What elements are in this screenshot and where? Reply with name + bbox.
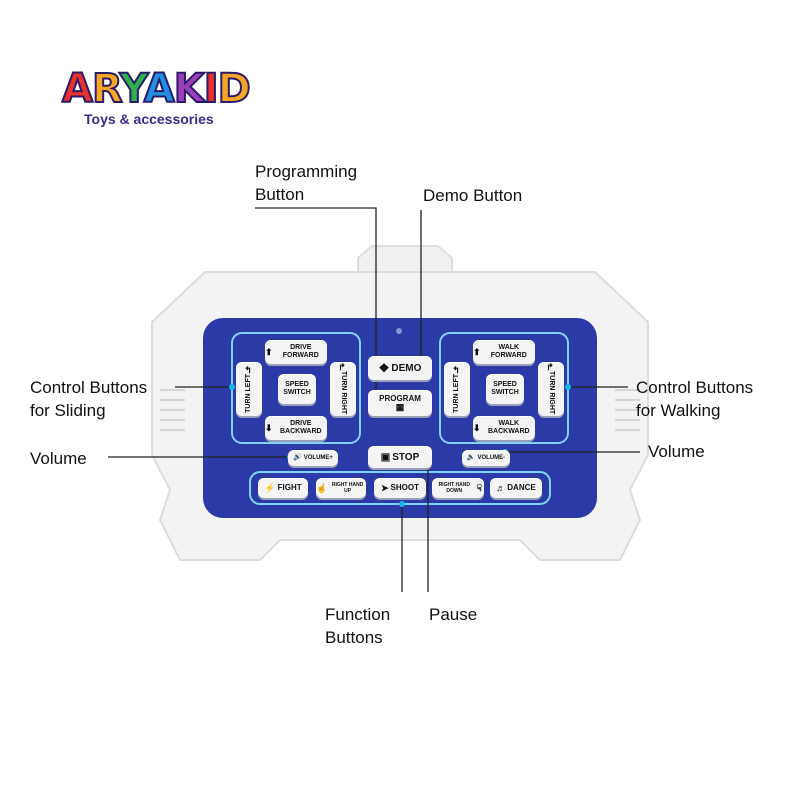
volume-up-button[interactable]: 🔊 VOLUME+ bbox=[288, 450, 338, 466]
logo-letter: R bbox=[91, 65, 122, 113]
walking-turn-right-button[interactable]: ↱ TURN RIGHT bbox=[538, 362, 564, 416]
drive-forward-label: DRIVE FORWARD bbox=[282, 344, 319, 359]
drive-backward-label: DRIVE BACKWARD bbox=[279, 420, 322, 435]
sliding-turn-left-label: TURN LEFT bbox=[245, 373, 252, 413]
walk-forward-label: WALK FORWARD bbox=[490, 344, 527, 359]
right-hand-up-label: RIGHT HAND UP bbox=[331, 482, 364, 494]
sliding-speed-switch-button[interactable]: SPEED SWITCH bbox=[278, 374, 316, 404]
walking-turn-right-label: TURN RIGHT bbox=[548, 371, 555, 415]
walking-turn-left-button[interactable]: ↰ TURN LEFT bbox=[444, 362, 470, 416]
sliding-speed-switch-label: SPEED SWITCH bbox=[283, 381, 311, 396]
speaker-icon: 🔊 bbox=[293, 454, 302, 461]
remote-panel bbox=[203, 318, 597, 518]
fight-button[interactable]: ⚡ FIGHT bbox=[258, 478, 308, 498]
drive-backward-button[interactable]: ⬇ DRIVE BACKWARD bbox=[265, 416, 327, 440]
volume-down-button[interactable]: 🔈 VOLUME- bbox=[462, 450, 510, 466]
dance-button[interactable]: ♬ DANCE bbox=[490, 478, 542, 498]
logo-letter: Y bbox=[119, 65, 146, 113]
callout-volume-right: Volume bbox=[648, 442, 705, 461]
walk-backward-button[interactable]: ⬇ WALK BACKWARD bbox=[473, 416, 535, 440]
program-button[interactable]: PROGRAM ▦ bbox=[368, 390, 432, 416]
stop-label: STOP bbox=[392, 451, 420, 463]
logo-letter: K bbox=[173, 65, 206, 113]
shoot-button[interactable]: ➤ SHOOT bbox=[374, 478, 426, 498]
walking-turn-left-label: TURN LEFT bbox=[453, 373, 460, 413]
fight-label: FIGHT bbox=[277, 483, 302, 492]
windows-icon: ▦ bbox=[395, 402, 405, 412]
logo-tagline: Toys & accessories bbox=[84, 111, 214, 127]
arrow-up-icon: ⬆ bbox=[265, 347, 273, 357]
dance-label: DANCE bbox=[507, 483, 536, 492]
leader-lines bbox=[108, 207, 640, 592]
right-hand-down-label: RIGHT HAND DOWN bbox=[438, 482, 470, 494]
speaker-icon: 🔈 bbox=[466, 454, 476, 461]
sliding-turn-left-button[interactable]: ↰ TURN LEFT bbox=[236, 362, 262, 416]
logo-letter: A bbox=[61, 65, 94, 113]
sliding-turn-right-button[interactable]: ↱ TURN RIGHT bbox=[330, 362, 356, 416]
callout-pause: Pause bbox=[429, 605, 478, 624]
right-hand-up-button[interactable]: ☝ RIGHT HAND UP bbox=[316, 478, 366, 498]
rocket-icon: ➤ bbox=[381, 483, 389, 493]
sliding-turn-right-label: TURN RIGHT bbox=[340, 371, 347, 415]
right-hand-down-button[interactable]: RIGHT HAND DOWN ☟ bbox=[432, 478, 484, 498]
walking-speed-switch-label: SPEED SWITCH bbox=[491, 381, 519, 396]
demo-label: DEMO bbox=[391, 362, 422, 374]
turn-left-icon: ↰ bbox=[244, 364, 252, 375]
turn-left-icon: ↰ bbox=[452, 364, 460, 375]
hand-down-icon: ☟ bbox=[476, 483, 482, 493]
drive-forward-button[interactable]: ⬆ DRIVE FORWARD bbox=[265, 340, 327, 364]
logo-wordmark: ARYAKID bbox=[61, 65, 252, 113]
brand-logo: ARYAKID Toys & accessories bbox=[61, 65, 252, 136]
callout-demo: Demo Button bbox=[423, 186, 523, 205]
callout-volume-left: Volume bbox=[30, 449, 87, 468]
dance-icon: ♬ bbox=[496, 483, 506, 493]
volume-down-label: VOLUME- bbox=[477, 455, 506, 461]
demo-button[interactable]: ❖ DEMO bbox=[368, 356, 432, 380]
status-led bbox=[396, 328, 402, 334]
shoot-label: SHOOT bbox=[390, 483, 419, 492]
hand-up-icon: ☝ bbox=[316, 483, 328, 493]
walk-forward-button[interactable]: ⬆ WALK FORWARD bbox=[473, 340, 535, 364]
arrow-down-icon: ⬇ bbox=[265, 423, 273, 433]
arrow-down-icon: ⬇ bbox=[473, 423, 481, 433]
walking-speed-switch-button[interactable]: SPEED SWITCH bbox=[486, 374, 524, 404]
demo-icon: ❖ bbox=[378, 360, 390, 375]
walk-backward-label: WALK BACKWARD bbox=[487, 420, 530, 435]
program-label: PROGRAM bbox=[379, 394, 421, 403]
volume-up-label: VOLUME+ bbox=[303, 455, 333, 461]
lightning-icon: ⚡ bbox=[264, 483, 276, 493]
logo-letter: A bbox=[143, 65, 176, 113]
logo-letter: D bbox=[217, 65, 252, 113]
turn-right-icon: ↱ bbox=[338, 362, 346, 373]
turn-right-icon: ↱ bbox=[546, 362, 554, 373]
stop-button[interactable]: ▣ STOP bbox=[368, 446, 432, 468]
stop-icon: ▣ bbox=[380, 451, 391, 463]
logo-letter: I bbox=[203, 65, 220, 113]
grip-ribs bbox=[160, 389, 640, 431]
arrow-up-icon: ⬆ bbox=[473, 347, 481, 357]
